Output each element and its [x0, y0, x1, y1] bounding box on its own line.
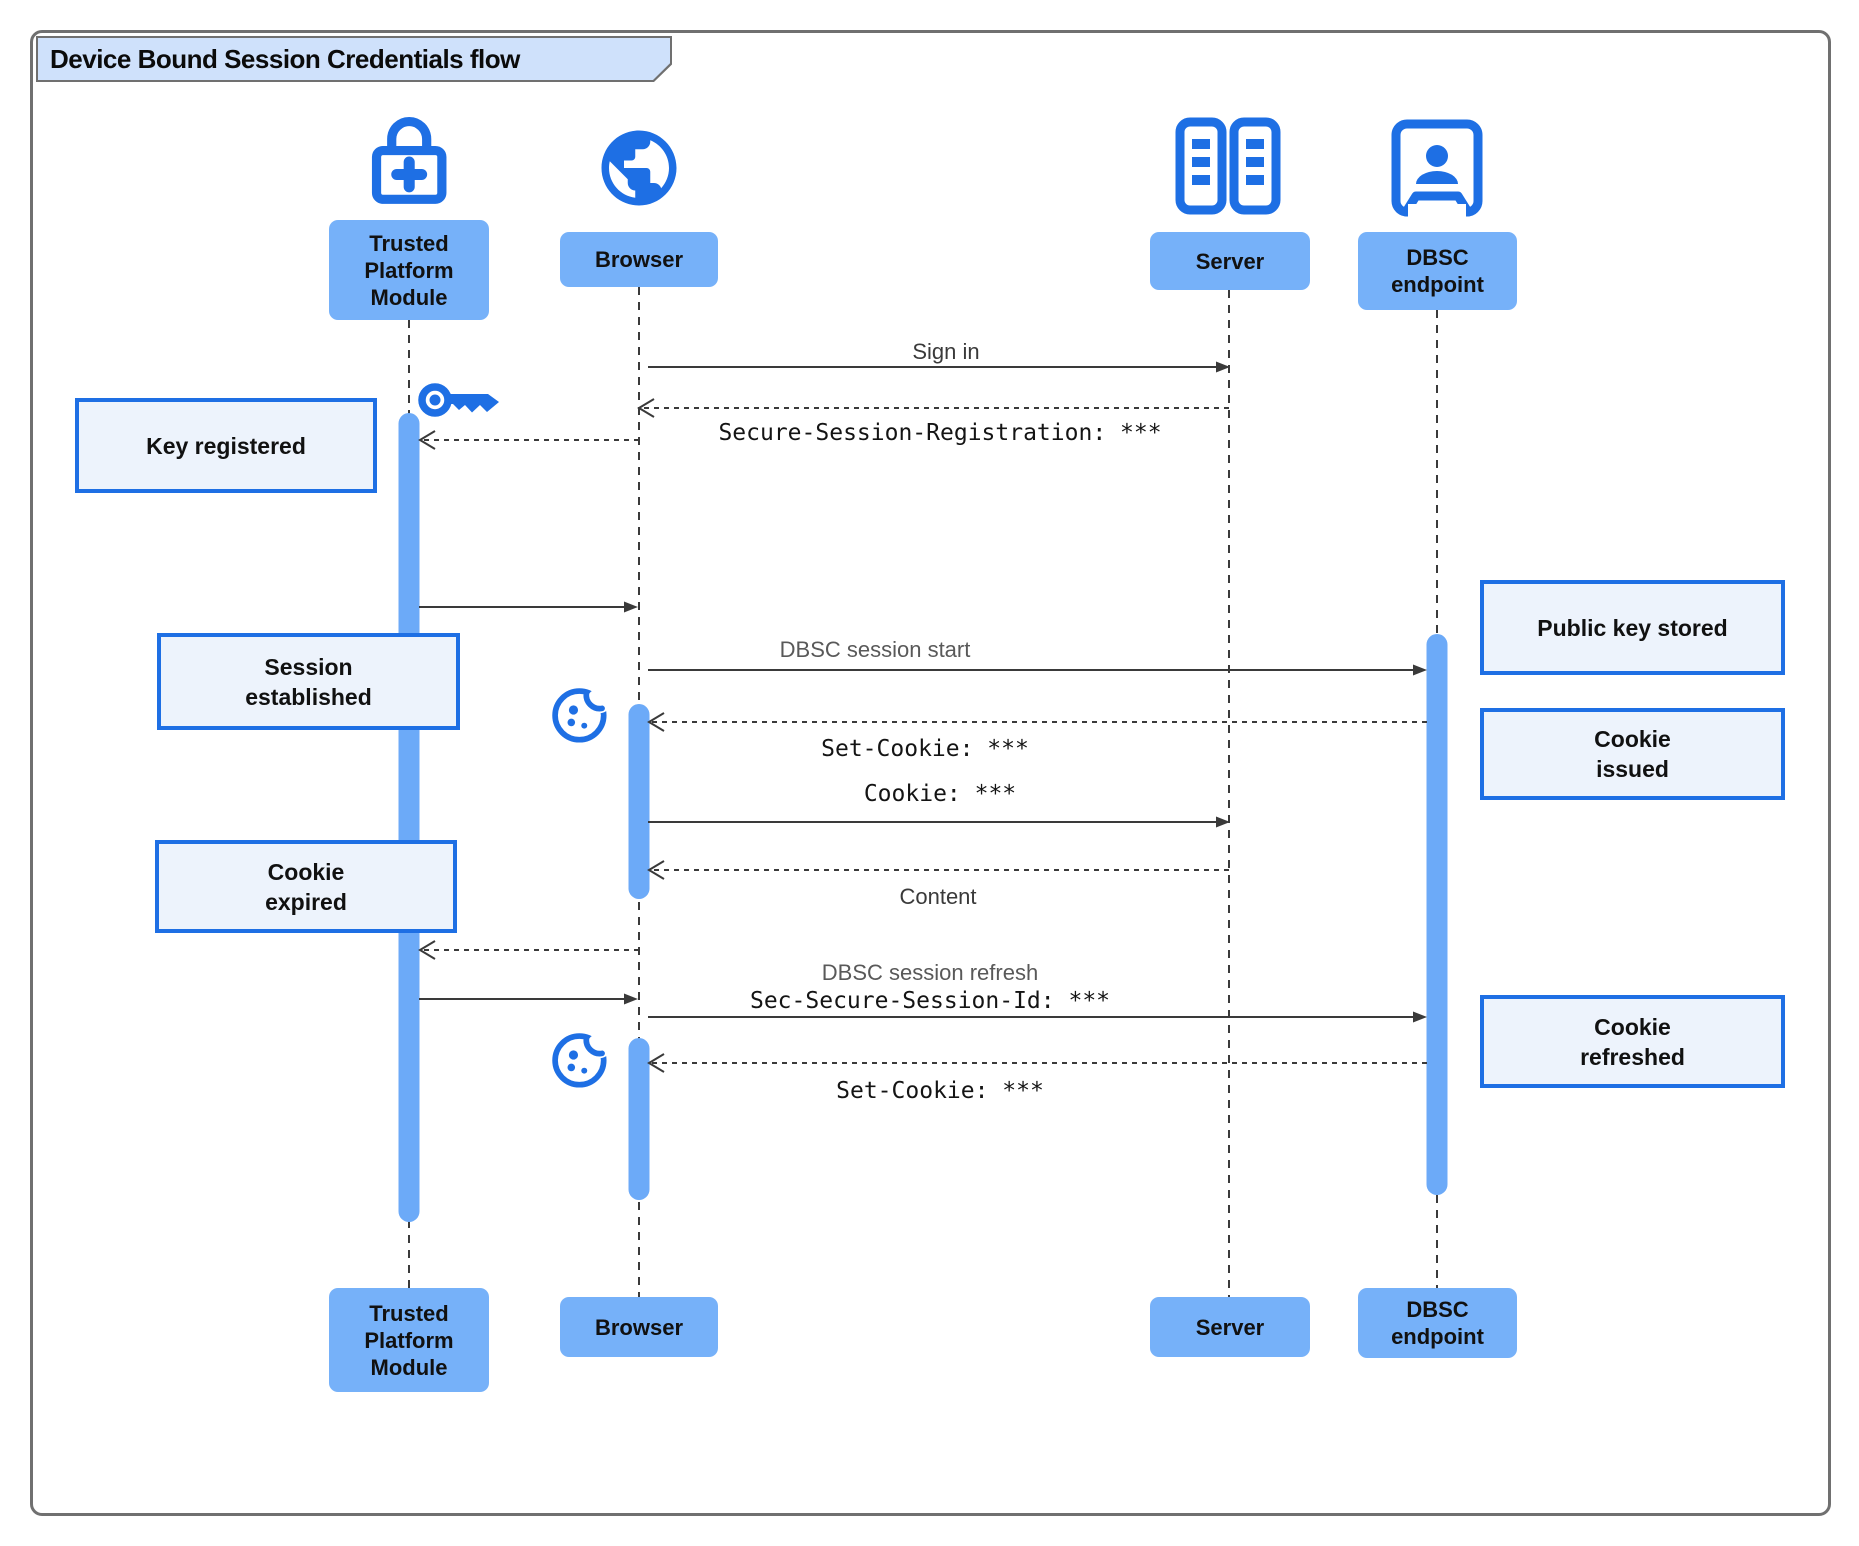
participant-dbsc-bottom: DBSC endpoint — [1358, 1288, 1517, 1358]
message-label-cookie: Cookie: *** — [863, 781, 1017, 807]
arrow-tpm-to-browser-1 — [419, 601, 638, 613]
arrow-dbsc-session-start — [648, 664, 1427, 676]
participant-browser-bottom: Browser — [560, 1297, 718, 1357]
note-cookie-refreshed: Cookie refreshed — [1480, 995, 1785, 1088]
note-public-key-stored: Public key stored — [1480, 580, 1785, 675]
participant-dbsc-top: DBSC endpoint — [1358, 232, 1517, 310]
message-label-dbsc-session-start: DBSC session start — [779, 637, 971, 662]
message-label-sec-secure-session-id: Sec-Secure-Session-Id: *** — [749, 988, 1111, 1014]
note-cookie-expired: Cookie expired — [155, 840, 457, 933]
note-session-established: Session established — [157, 633, 460, 730]
message-label-content: Content — [899, 884, 977, 909]
message-label-dbsc-session-refresh: DBSC session refresh — [821, 960, 1039, 985]
arrow-tpm-to-browser-2 — [419, 993, 638, 1005]
message-label-set-cookie-1: Set-Cookie: *** — [821, 736, 1029, 762]
arrow-browser-to-tpm-1 — [418, 430, 639, 450]
participant-tpm-top: Trusted Platform Module — [329, 220, 489, 320]
arrow-browser-to-tpm-2 — [418, 940, 639, 960]
arrow-set-cookie-1 — [647, 712, 1427, 732]
note-cookie-issued: Cookie issued — [1480, 708, 1785, 800]
participant-browser-top: Browser — [560, 232, 718, 287]
cookie-icon — [552, 688, 612, 743]
message-label-set-cookie-2: Set-Cookie: *** — [836, 1078, 1044, 1104]
key-icon — [418, 383, 499, 417]
id-badge-icon — [1391, 119, 1483, 217]
lock-plus-icon — [371, 116, 447, 204]
participant-server-top: Server — [1150, 232, 1310, 290]
activation-bar-dbsc — [1426, 634, 1448, 1195]
arrow-content — [647, 860, 1229, 880]
message-label-sign-in: Sign in — [912, 339, 980, 364]
arrow-dbsc-session-refresh — [648, 1011, 1427, 1023]
note-key-registered: Key registered — [75, 398, 377, 493]
participant-tpm-bottom: Trusted Platform Module — [329, 1288, 489, 1392]
activation-bar-tpm — [398, 413, 420, 1222]
server-rack-icon — [1175, 117, 1281, 215]
arrow-secure-session-registration — [637, 398, 1229, 418]
arrow-sign-in — [648, 361, 1230, 373]
participant-server-bottom: Server — [1150, 1297, 1310, 1357]
activation-bar-browser-1 — [628, 704, 650, 899]
message-label-secure-session-registration: Secure-Session-Registration: *** — [718, 420, 1162, 446]
arrow-set-cookie-2 — [647, 1053, 1427, 1073]
arrow-cookie — [648, 816, 1230, 828]
cookie-icon — [552, 1033, 612, 1088]
diagram-title-tab: Device Bound Session Credentials flow — [36, 36, 672, 82]
globe-icon — [601, 130, 677, 206]
activation-bar-browser-2 — [628, 1038, 650, 1200]
diagram-title: Device Bound Session Credentials flow — [50, 43, 520, 74]
